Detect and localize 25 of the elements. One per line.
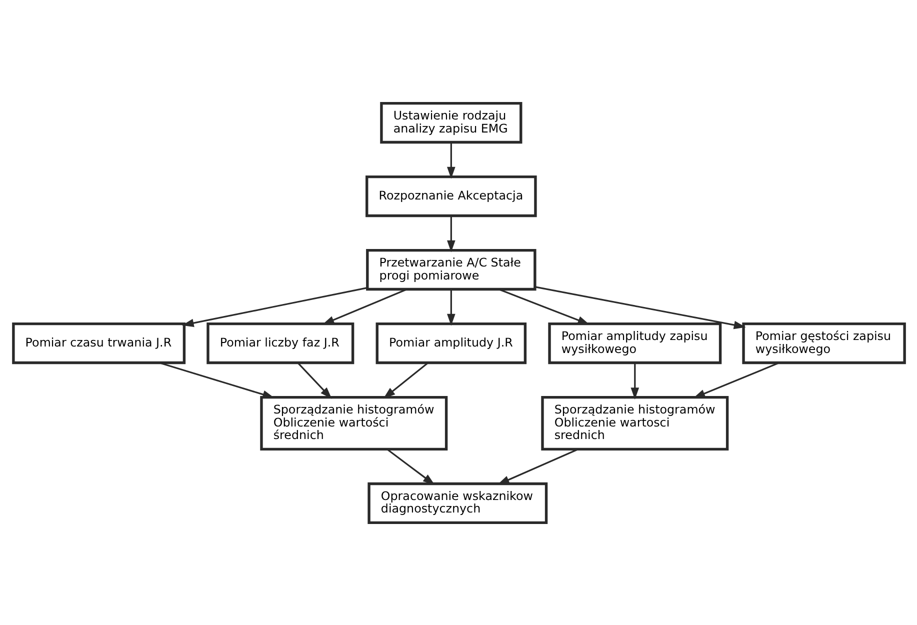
node-box: Rozpoznanie Akceptacja: [365, 174, 536, 217]
arrow: [446, 216, 455, 252]
arrow: [382, 362, 428, 398]
node-box: Ustawienie rodzaju analizy zapisu EMG: [380, 101, 522, 144]
node-box: Opracowanie wskaznikow diagnostycznych: [367, 482, 548, 524]
node-box: Sporządzanie histogramów Obliczenie wartości średnich: [260, 395, 448, 450]
node-box: Sporządzanie histogramów Obliczenie wartosci srednich: [540, 395, 728, 450]
arrow: [496, 448, 578, 484]
arrow: [296, 362, 332, 398]
arrow: [630, 362, 639, 400]
node-box: Pomiar liczby faz J.R: [206, 322, 354, 364]
node-box: Pomiar gęstości zapisu wysiłkowego: [742, 322, 906, 364]
arrow: [158, 362, 274, 398]
arrow: [446, 289, 455, 326]
arrow: [534, 286, 746, 329]
arrow: [181, 286, 367, 327]
arrow: [498, 288, 590, 324]
arrow: [386, 448, 434, 485]
node-box: Pomiar czasu trwania J.R: [12, 322, 186, 364]
node-box: Pomiar amplitudy J.R: [375, 322, 526, 364]
arrow: [322, 288, 407, 324]
node-box: Przetwarzanie A/C Stałe progi pomiarowe: [366, 248, 536, 290]
node-box: Pomiar amplitudy zapisu wysiłkowego: [548, 322, 722, 364]
arrow: [692, 362, 780, 398]
arrow: [446, 142, 455, 178]
